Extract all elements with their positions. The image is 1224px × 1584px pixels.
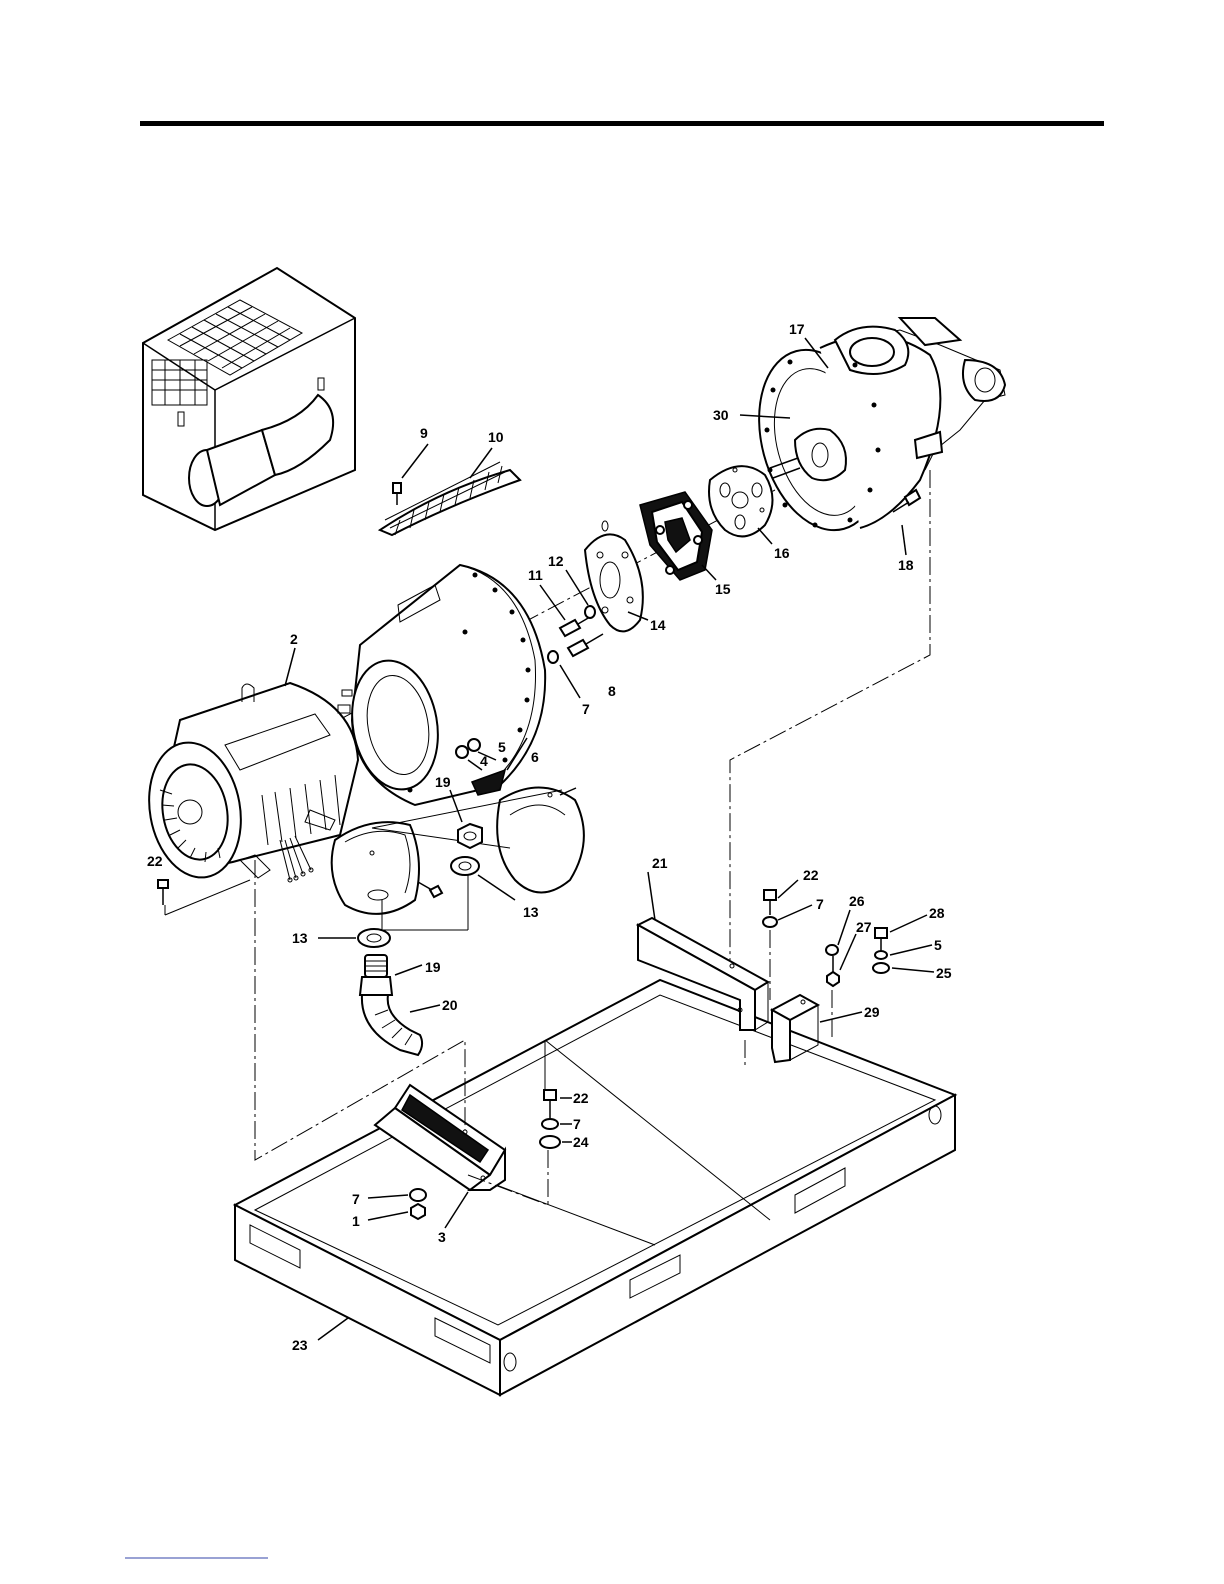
callout-9: 9 (420, 425, 428, 441)
callout-7d: 7 (816, 896, 824, 912)
callout-24: 24 (573, 1134, 589, 1150)
washer-13-upper (451, 857, 479, 875)
coupling-plate (709, 466, 773, 536)
callout-28: 28 (929, 905, 945, 921)
callout-15: 15 (715, 581, 731, 597)
washer-13-lower (358, 929, 390, 947)
callout-10: 10 (488, 429, 504, 445)
callout-13a: 13 (523, 904, 539, 920)
callout-7b: 7 (352, 1191, 360, 1207)
base-frame (235, 980, 955, 1395)
header-rule (140, 121, 1104, 126)
cap-screws-11 (548, 606, 603, 663)
callout-27: 27 (856, 919, 872, 935)
coupling-element (640, 492, 712, 580)
callout-13b: 13 (292, 930, 308, 946)
conduit-fitting (360, 955, 392, 995)
adapter-housing (342, 565, 545, 805)
callout-2: 2 (290, 631, 298, 647)
callout-22b: 22 (573, 1090, 589, 1106)
callout-7c: 7 (573, 1116, 581, 1132)
callout-16: 16 (774, 545, 790, 561)
motor-assembly (139, 683, 358, 885)
motor-capscrew-22 (158, 880, 168, 905)
callout-14: 14 (650, 617, 666, 633)
callout-21: 21 (652, 855, 668, 871)
callout-23: 23 (292, 1337, 308, 1353)
callout-29: 29 (864, 1004, 880, 1020)
callout-18: 18 (898, 557, 914, 573)
callout-19b: 19 (425, 959, 441, 975)
callout-5a: 5 (498, 739, 506, 755)
conduit-hose (362, 995, 422, 1055)
callout-25: 25 (936, 965, 952, 981)
callout-7a: 7 (582, 701, 590, 717)
callout-19a: 19 (435, 774, 451, 790)
callout-6: 6 (531, 749, 539, 765)
fasteners-26-28 (826, 928, 889, 986)
bolt-22-washer-7 (763, 890, 777, 927)
callout-30: 30 (713, 407, 729, 423)
callout-12: 12 (548, 553, 564, 569)
callout-11: 11 (528, 567, 543, 583)
callout-17: 17 (789, 321, 805, 337)
callout-3: 3 (438, 1229, 446, 1245)
cabinet-locator-inset (143, 268, 355, 530)
callout-8: 8 (608, 683, 616, 699)
locknut-19-upper (458, 824, 482, 848)
callout-22a: 22 (147, 853, 163, 869)
callout-22c: 22 (803, 867, 819, 883)
callout-26: 26 (849, 893, 865, 909)
coupling-guard (380, 462, 520, 535)
callout-20: 20 (442, 997, 458, 1013)
pump-assembly (740, 318, 1005, 544)
callout-5b: 5 (934, 937, 942, 953)
callout-1: 1 (352, 1213, 360, 1229)
fan-cover (497, 788, 584, 893)
